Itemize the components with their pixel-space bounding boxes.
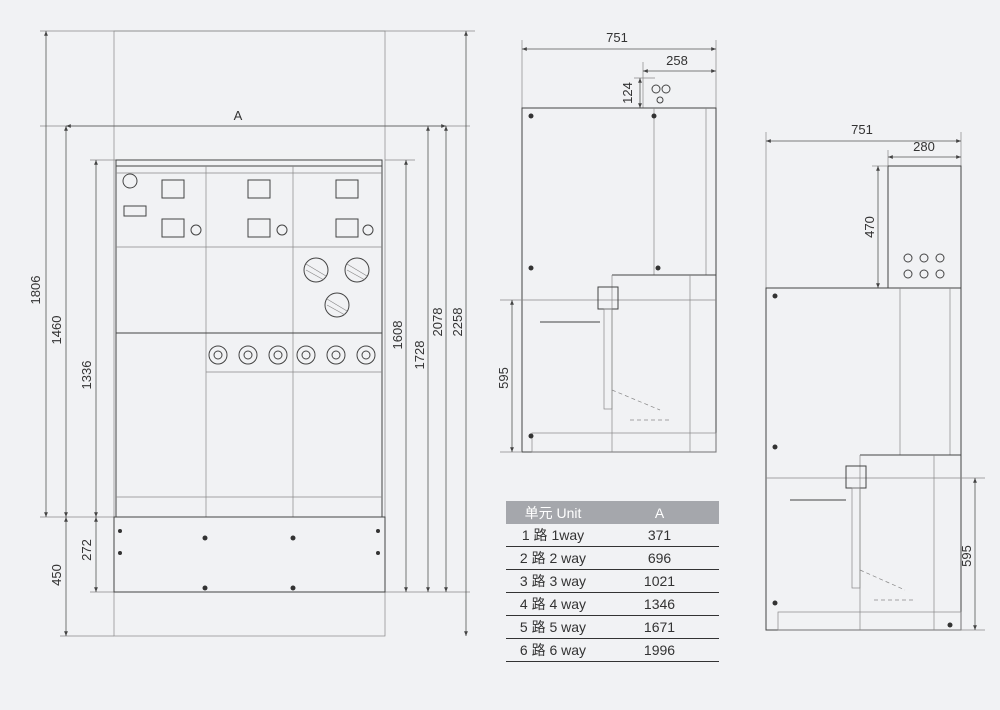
dim-751-b: 751	[851, 122, 873, 137]
row-a: 1021	[600, 569, 719, 593]
table-header-row: 单元 Unit A	[506, 501, 719, 524]
table-row: 1 路 1way 371	[506, 524, 719, 547]
table-row: 3 路 3 way 1021	[506, 569, 719, 593]
unit-dimension-table: 单元 Unit A 1 路 1way 371 2 路 2 way 696 3 路…	[506, 501, 719, 662]
bushing-row	[208, 345, 376, 365]
front-view: A 1806 1460 1336 272 450 1608 1728 2078 …	[28, 30, 475, 637]
side2-body	[765, 287, 962, 631]
dim-124: 124	[620, 82, 635, 104]
dim-1728: 1728	[412, 341, 427, 370]
cabinet-body	[115, 159, 383, 518]
header-unit: 单元 Unit	[506, 501, 600, 524]
display-panel	[123, 205, 147, 217]
dim-1460: 1460	[49, 316, 64, 345]
row-unit: 4 路 4 way	[506, 592, 600, 616]
side1-body	[521, 107, 717, 453]
table-row: 2 路 2 way 696	[506, 546, 719, 570]
row-a: 1671	[600, 615, 719, 639]
dim-1336: 1336	[79, 361, 94, 390]
row-a: 371	[600, 524, 719, 547]
side-view-2: 751 280 470 595	[765, 122, 985, 631]
dim-1608: 1608	[390, 321, 405, 350]
dim-2258: 2258	[450, 308, 465, 337]
row-unit: 1 路 1way	[506, 524, 600, 547]
dim-width-label: A	[234, 108, 243, 123]
table-row: 6 路 6 way 1996	[506, 638, 719, 662]
header-a: A	[600, 501, 719, 524]
dim-2078: 2078	[430, 308, 445, 337]
dim-272: 272	[79, 539, 94, 561]
row-unit: 3 路 3 way	[506, 569, 600, 593]
row-a: 1996	[600, 638, 719, 662]
row-a: 696	[600, 546, 719, 570]
table-row: 5 路 5 way 1671	[506, 615, 719, 639]
row-a: 1346	[600, 592, 719, 616]
dim-280: 280	[913, 139, 935, 154]
fuse-icons	[303, 257, 370, 318]
dim-450: 450	[49, 564, 64, 586]
row-unit: 2 路 2 way	[506, 546, 600, 570]
dim-258: 258	[666, 53, 688, 68]
dim-751-a: 751	[606, 30, 628, 45]
table-row: 4 路 4 way 1346	[506, 592, 719, 616]
row-unit: 6 路 6 way	[506, 638, 600, 662]
row-unit: 5 路 5 way	[506, 615, 600, 639]
dim-1806: 1806	[28, 276, 43, 305]
cabinet-base	[113, 516, 386, 593]
side-view-1: 751 258 124 595	[496, 30, 717, 453]
side2-top-box	[887, 165, 962, 289]
gauge-icon	[122, 173, 138, 189]
dim-595-b: 595	[959, 545, 974, 567]
dim-595-a: 595	[496, 367, 511, 389]
dim-470: 470	[862, 216, 877, 238]
